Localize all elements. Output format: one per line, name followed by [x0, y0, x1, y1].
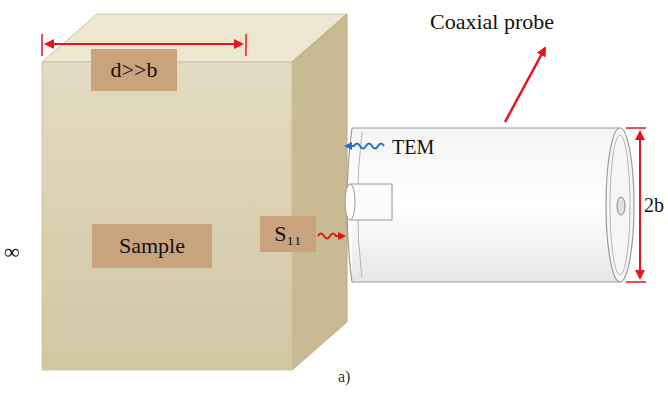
- text-tag-box: d>>b: [91, 49, 177, 91]
- tag-text: S₁₁: [274, 222, 302, 246]
- figure-label: TEM: [392, 136, 434, 158]
- figure-label: 2b: [644, 194, 664, 216]
- tag-text: Sample: [119, 234, 185, 258]
- figure-label: a): [338, 368, 350, 386]
- text-tag-box: Sample: [92, 224, 212, 268]
- tag-text: d>>b: [111, 58, 158, 82]
- text-tag-box: S₁₁: [260, 216, 316, 252]
- figure-label: Coaxial probe: [430, 10, 554, 34]
- figure-label: ∞: [4, 240, 20, 264]
